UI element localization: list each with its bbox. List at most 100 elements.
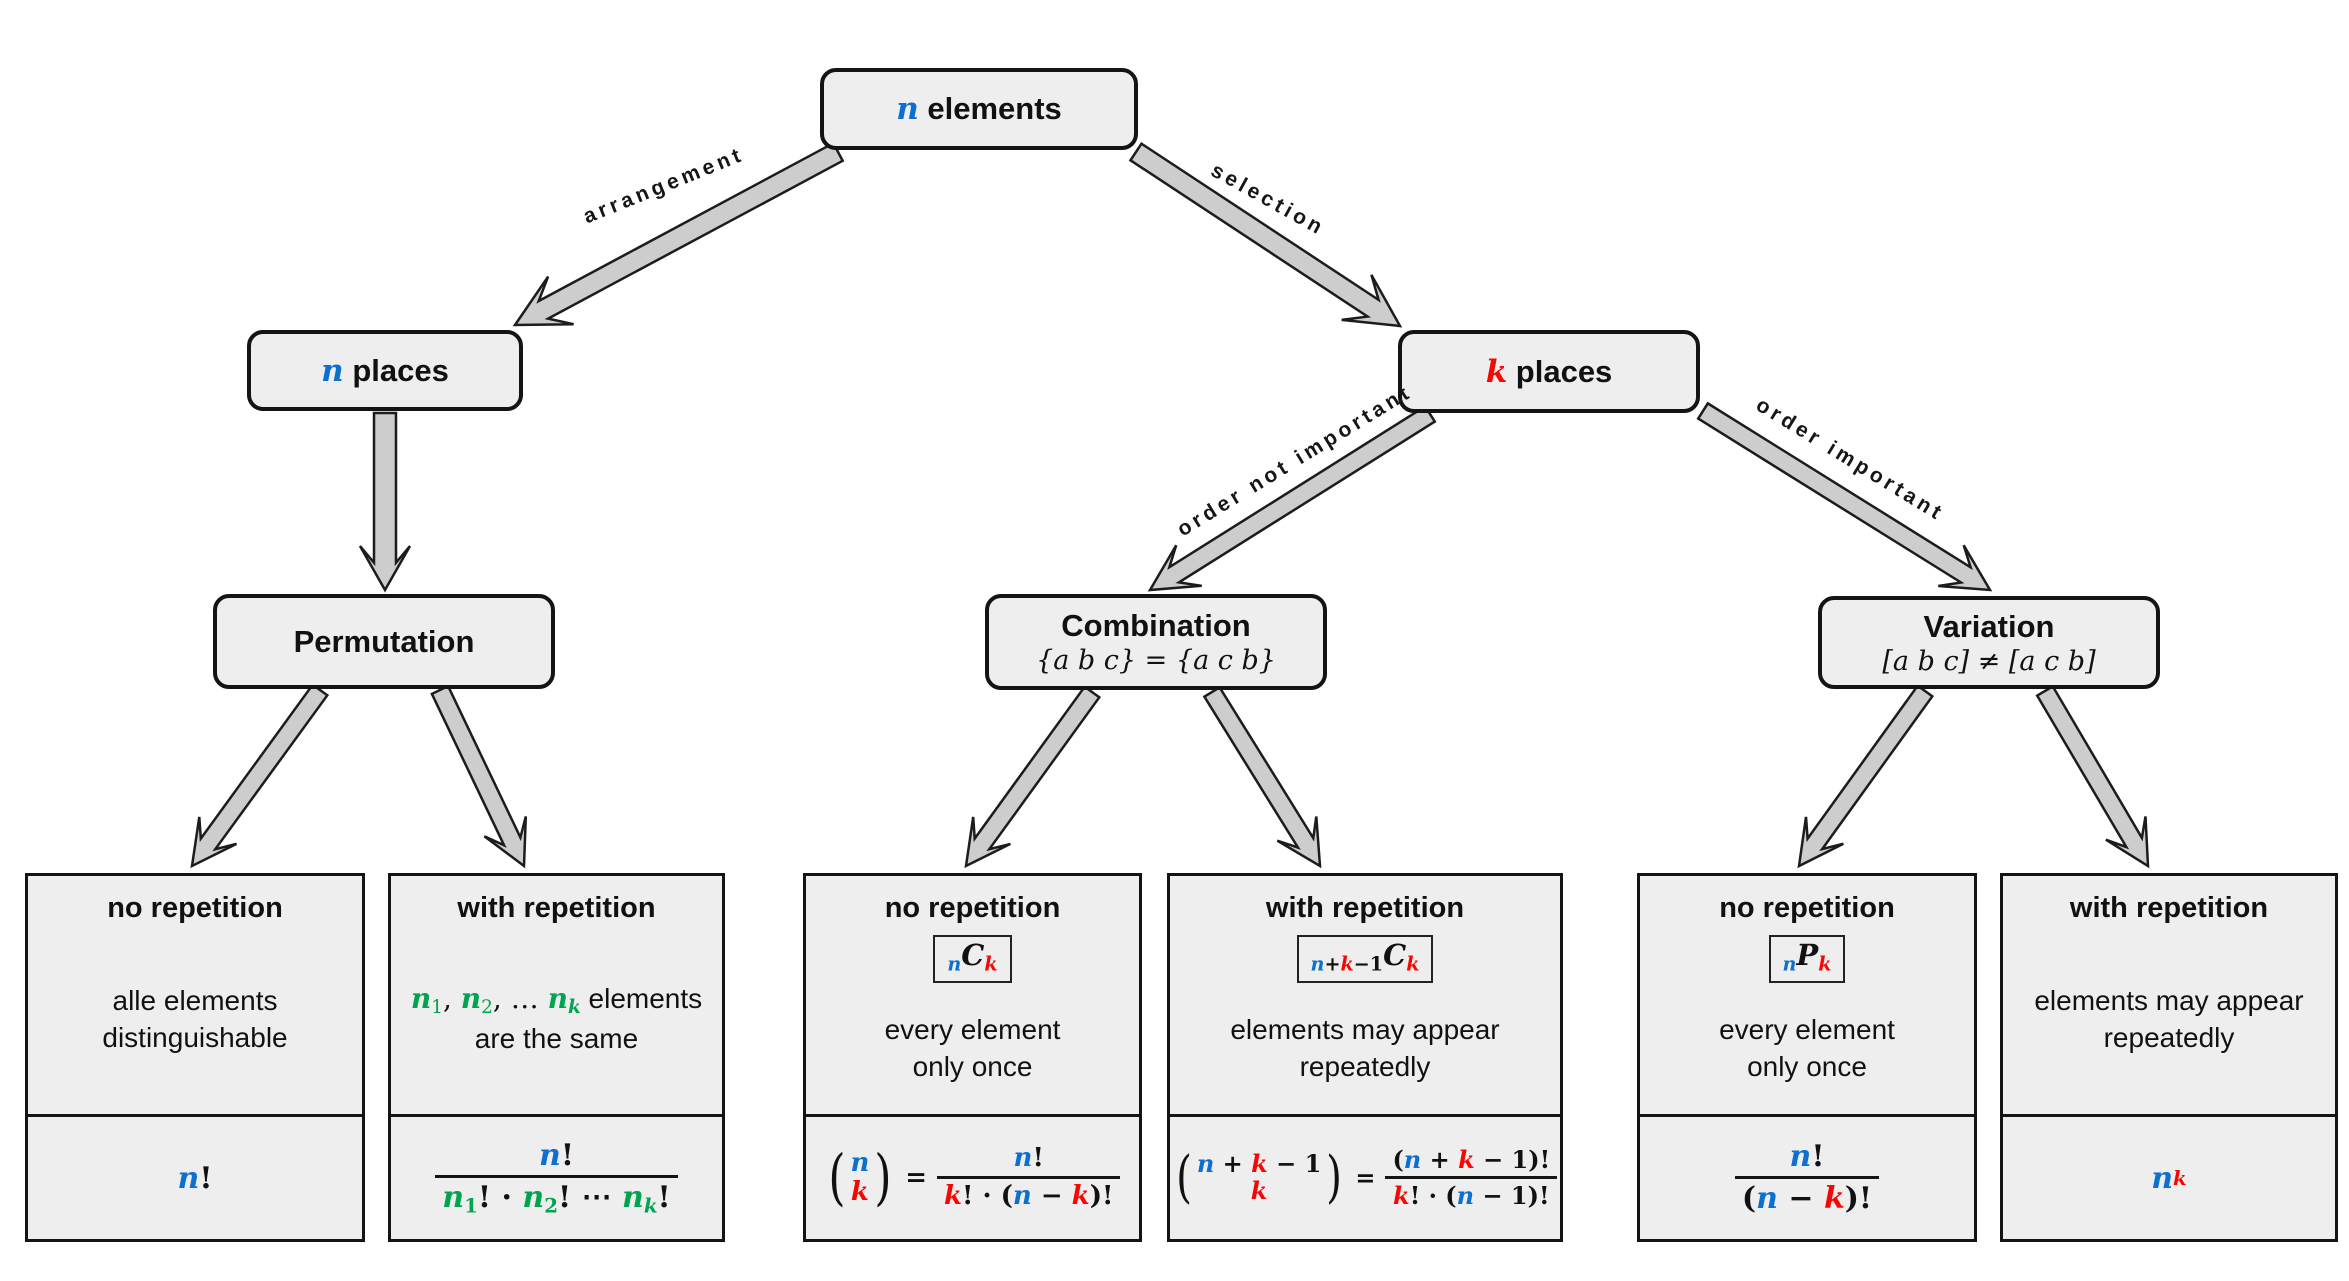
math-token: alle elements [112,984,278,1016]
symbol-box: nCk [933,935,1012,984]
math-token: n [547,982,568,1016]
math-token: n [1756,1181,1778,1216]
math-token: 1 [431,997,443,1019]
math-token: 2 [481,997,493,1019]
math-token: , … [492,982,548,1016]
arrow [964,684,1102,869]
fraction: n!n1! · n2! ⋯ nk! [435,1137,678,1218]
leaf-description: every element only once [885,983,1061,1114]
math-token: n [1782,952,1797,976]
math-token: ! [657,1180,671,1216]
math-token: n [850,1147,870,1178]
node-n-places: n places [247,330,523,411]
math-token: n [442,1180,465,1216]
node-variation-title: Variation [1924,609,2055,645]
math-token: ! [560,1137,574,1173]
leaf-body: with repetition elements may appear repe… [2003,876,2335,1114]
arrow [1128,141,1403,328]
math-token: ! · [477,1180,523,1216]
leaf-title: no repetition [107,892,283,924]
math-token: Combination [1061,608,1251,643]
math-token: n [539,1137,561,1173]
leaf-body: no repetition alle elements distinguisha… [28,876,362,1114]
math-token: k [1818,952,1832,976]
node-combination: Combination {a b c} = {a c b} [985,594,1327,690]
math-token: + [1214,1149,1252,1179]
math-token: k [1251,1149,1268,1179]
math-token: n [2151,1160,2174,1196]
math-token: k [1823,1181,1845,1216]
math-token: n [947,952,962,976]
node-combination-subtitle: {a b c} = {a c b} [1036,645,1276,676]
leaf-variation-with-repetition: with repetition elements may appear repe… [2000,873,2338,1242]
node-permutation-title: Permutation [294,624,475,660]
leaf-permutation-no-repetition: no repetition alle elements distinguisha… [25,873,365,1242]
math-token: are the same [474,1022,639,1054]
math-token: k [2173,1166,2187,1190]
leaf-title: with repetition [457,892,656,924]
math-token: k [1250,1176,1268,1205]
arrow [190,682,330,869]
math-token: n [321,352,344,389]
math-token: n [1196,1149,1215,1179]
node-variation-subtitle: [a b c] ≠ [a c b] [1882,646,2095,677]
math-token: [a b c] ≠ [a c b] [1882,645,2096,677]
math-token: k [1393,1181,1410,1210]
math-token: repeatedly [2103,1021,2235,1053]
math-token: k [850,1177,869,1207]
arrow [1797,683,1935,869]
math-token: − [1777,1181,1824,1216]
description-line: elements may appear [1230,1012,1499,1049]
math-token: n [410,982,432,1016]
description-line: repeatedly [1300,1049,1431,1086]
math-token: − [1031,1181,1072,1211]
math-token: every element [1719,1013,1895,1045]
math-token: k [1406,952,1420,976]
math-token: k [984,952,998,976]
math-token: places [343,352,449,388]
math-token: elements may appear [2034,984,2304,1016]
leaf-description: alle elements distinguishable [102,925,287,1114]
leaf-formula: n! [28,1114,362,1239]
math-token: − 1)! [1474,1145,1551,1175]
math-token: n [460,982,482,1016]
math-token: n [622,1180,644,1216]
math-token: n [522,1180,545,1216]
math-token: n [1310,952,1325,976]
symbol-box: n+k−1Ck [1296,935,1434,984]
math-token: k [1340,952,1354,976]
math-token: elements [580,983,703,1015]
math-token: every element [884,1013,1061,1045]
math-token: + [1421,1145,1459,1175]
math-token: )! [1089,1181,1114,1211]
math-token: elements may appear [1230,1013,1500,1045]
node-combination-title: Combination [1061,608,1250,644]
description-line: n1, n2, … nk elements [411,981,702,1021]
leaf-title: no repetition [884,892,1061,924]
math-token: n [177,1160,200,1196]
node-k-places: k places [1398,330,1700,413]
math-token: ( [1741,1181,1757,1216]
arrow [1202,685,1322,869]
math-token: ! [1032,1143,1044,1174]
math-token: 2 [544,1193,558,1218]
leaf-formula: n!n1! · n2! ⋯ nk! [391,1114,722,1239]
node-variation: Variation [a b c] ≠ [a c b] [1818,596,2160,689]
math-token: elements [918,91,1062,126]
math-token: C [1383,938,1407,972]
math-token: ! [1811,1138,1825,1174]
math-token: repeatedly [1299,1050,1431,1082]
arrow [358,411,412,593]
symbol-box: nPk [1768,935,1846,984]
fraction: (n + k − 1)!k! · (n − 1)! [1385,1145,1558,1210]
math-token: n [896,91,919,127]
math-token: k [943,1181,962,1211]
description-line: elements may appear [2034,983,2303,1020]
